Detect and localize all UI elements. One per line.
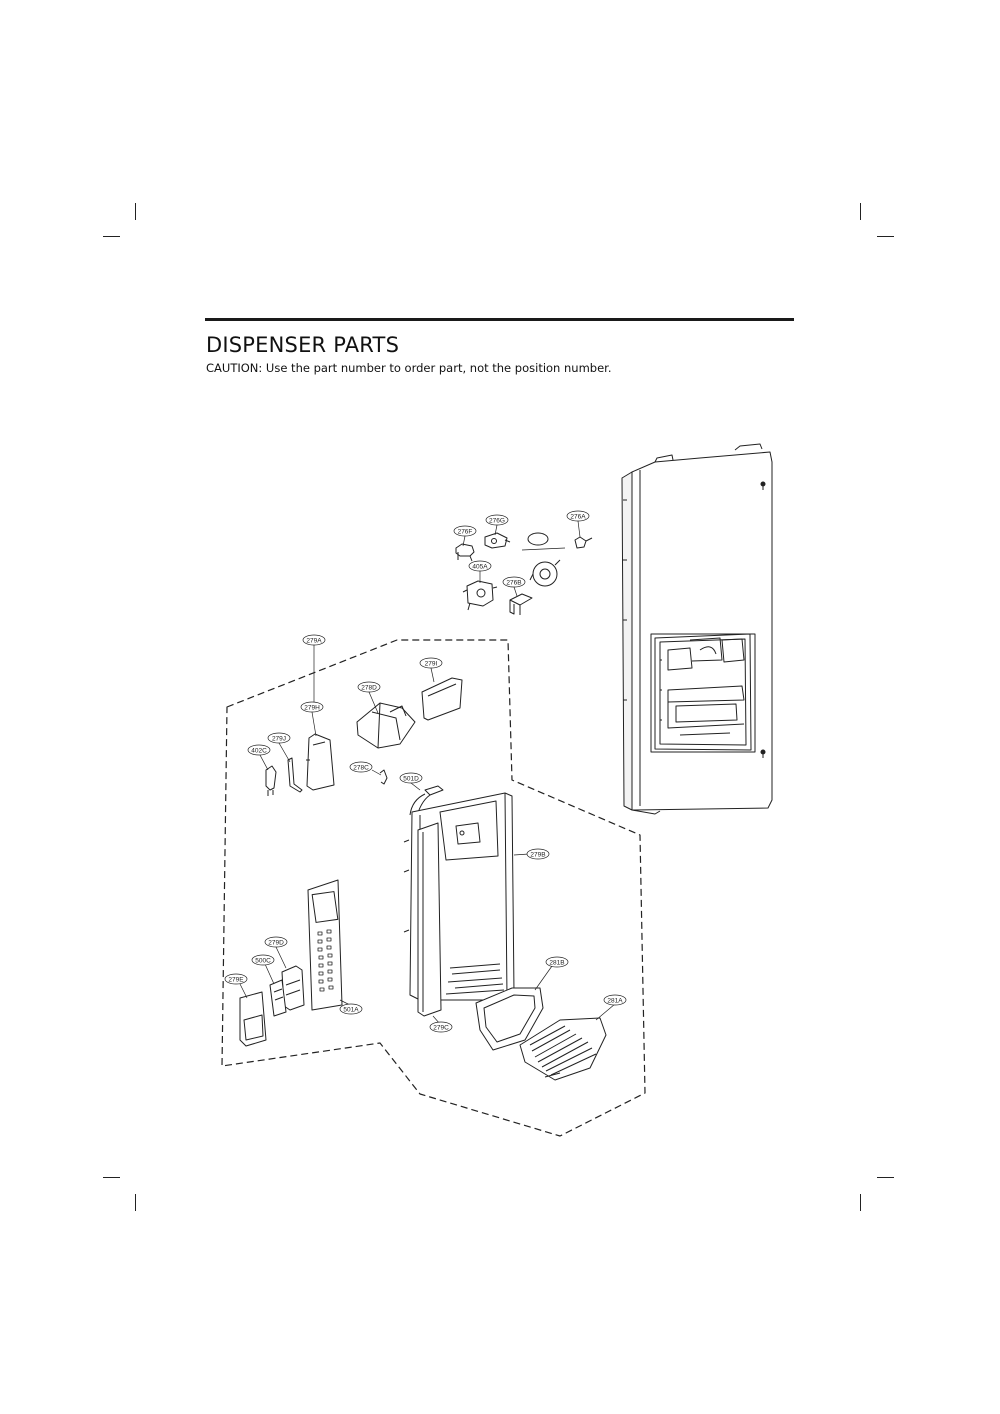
crop-mark-bottom-left-h bbox=[103, 1177, 120, 1178]
callout-279E: 279E bbox=[224, 973, 248, 985]
callout-279J: 279J bbox=[267, 732, 291, 744]
callout-501D: 501D bbox=[399, 772, 423, 784]
part-276F bbox=[455, 543, 475, 562]
svg-text:276G: 276G bbox=[489, 517, 505, 524]
svg-text:279C: 279C bbox=[433, 1024, 449, 1031]
door-screw-bottom bbox=[760, 749, 766, 755]
svg-text:500C: 500C bbox=[255, 957, 271, 964]
part-281B bbox=[475, 987, 544, 1051]
caution-text: CAUTION: Use the part number to order pa… bbox=[206, 361, 612, 375]
crop-mark-bottom-right-h bbox=[877, 1177, 894, 1178]
crop-mark-bottom-left-v bbox=[135, 1194, 136, 1211]
callout-279C: 279C bbox=[429, 1021, 453, 1033]
svg-text:279H: 279H bbox=[304, 704, 320, 711]
part-279C bbox=[417, 822, 442, 1017]
part-279I bbox=[421, 677, 463, 721]
part-279E bbox=[239, 991, 267, 1047]
svg-text:279B: 279B bbox=[530, 851, 545, 858]
svg-text:279I: 279I bbox=[425, 660, 438, 667]
part-278D bbox=[356, 702, 416, 749]
callout-405A: 405A bbox=[468, 560, 492, 572]
part-500C bbox=[269, 979, 287, 1017]
part-278C bbox=[379, 769, 388, 785]
callout-281B: 281B bbox=[545, 956, 569, 968]
page-title: DISPENSER PARTS bbox=[206, 333, 400, 357]
callout-279A: 279A bbox=[302, 634, 326, 646]
svg-text:279E: 279E bbox=[228, 976, 244, 983]
callout-279I: 279I bbox=[419, 657, 443, 669]
door-screw-top bbox=[760, 481, 766, 487]
callout-501A: 501A bbox=[339, 1003, 363, 1015]
door-panel bbox=[621, 443, 773, 815]
callout-402C: 402C bbox=[247, 744, 271, 756]
callout-279H: 279H bbox=[300, 701, 324, 713]
crop-mark-top-right-h bbox=[877, 236, 894, 237]
svg-text:276A: 276A bbox=[570, 513, 586, 520]
svg-text:281B: 281B bbox=[549, 959, 564, 966]
header-rule bbox=[205, 318, 794, 321]
callout-276G: 276G bbox=[485, 514, 509, 526]
part-276B bbox=[509, 593, 533, 615]
svg-text:402C: 402C bbox=[251, 747, 267, 754]
part-276A bbox=[574, 536, 593, 549]
svg-text:278D: 278D bbox=[361, 684, 377, 691]
callout-276B: 276B bbox=[502, 576, 526, 588]
svg-text:279J: 279J bbox=[272, 735, 286, 742]
assembly-boundary bbox=[221, 639, 646, 1137]
svg-text:278C: 278C bbox=[353, 764, 369, 771]
part-276G bbox=[484, 532, 511, 549]
svg-text:279D: 279D bbox=[268, 939, 284, 946]
callout-500C: 500C bbox=[251, 954, 275, 966]
part-279J bbox=[287, 757, 303, 793]
part-405A bbox=[462, 580, 498, 611]
svg-text:276F: 276F bbox=[458, 528, 473, 535]
svg-text:281A: 281A bbox=[607, 997, 623, 1004]
part-motor bbox=[521, 532, 566, 587]
part-281A bbox=[519, 1017, 607, 1081]
crop-mark-top-left-v bbox=[135, 203, 136, 220]
part-279H bbox=[306, 733, 335, 791]
svg-text:405A: 405A bbox=[472, 563, 488, 570]
svg-text:276B: 276B bbox=[506, 579, 521, 586]
callout-279D: 279D bbox=[264, 936, 288, 948]
part-501A bbox=[307, 879, 343, 1011]
svg-text:501A: 501A bbox=[343, 1006, 359, 1013]
crop-mark-top-right-v bbox=[860, 203, 861, 220]
svg-text:279A: 279A bbox=[306, 637, 322, 644]
callout-276F: 276F bbox=[453, 525, 477, 537]
keypad-buttons bbox=[317, 929, 334, 992]
leader-lines bbox=[239, 520, 616, 1025]
callout-278C: 278C bbox=[349, 761, 373, 773]
crop-mark-bottom-right-v bbox=[860, 1194, 861, 1211]
crop-mark-top-left-h bbox=[103, 236, 120, 237]
callout-278D: 278D bbox=[357, 681, 381, 693]
callout-279B: 279B bbox=[526, 848, 550, 860]
callout-281A: 281A bbox=[603, 994, 627, 1006]
callout-276A: 276A bbox=[566, 510, 590, 522]
svg-text:501D: 501D bbox=[403, 775, 419, 782]
part-402C bbox=[265, 765, 277, 796]
